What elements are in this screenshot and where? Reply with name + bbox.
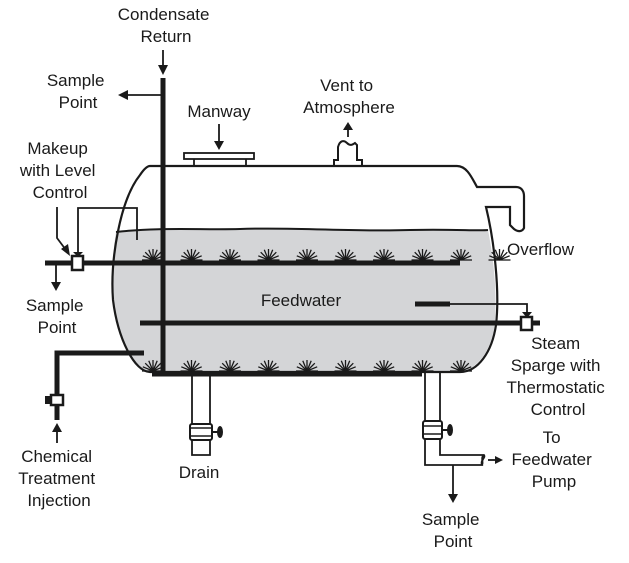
sample-left-arrow-head	[51, 282, 61, 291]
sparger-nozzle-icon	[142, 360, 164, 372]
label-condensate-return: Condensate Return	[118, 5, 214, 46]
manway-flange	[193, 159, 247, 166]
pump-outlet-pipe	[424, 372, 486, 466]
makeup-arrow-shaft	[56, 207, 67, 251]
vent-arrow-head	[343, 122, 353, 130]
sparger-nozzle-icon	[373, 249, 395, 261]
drain-valve	[189, 423, 213, 441]
drain-valve-handle	[217, 426, 223, 438]
makeup-valve-actuator	[73, 252, 83, 257]
sparger-nozzle-icon	[257, 360, 280, 372]
sparger-nozzle-icon	[296, 249, 318, 261]
pump-outlet-valve	[422, 420, 443, 440]
label-makeup: Makeup with Level Control	[19, 139, 100, 202]
manway-cover	[183, 152, 255, 160]
sparger-nozzle-icon	[219, 249, 241, 261]
label-feedwater: Feedwater	[261, 291, 342, 310]
label-drain: Drain	[179, 463, 220, 482]
manway-arrow-head	[214, 141, 224, 150]
vent-nozzle	[333, 140, 363, 166]
label-chemical-treatment: Chemical Treatment Injection	[18, 447, 100, 510]
condensate-arrow-head	[158, 65, 168, 75]
sparger-nozzle-icon	[334, 360, 357, 372]
upper-sparger-nozzles	[142, 249, 511, 261]
drain-pipe	[191, 372, 211, 456]
label-sample-point-bottom: Sample Point	[422, 510, 484, 551]
label-to-feedwater-pump: To Feedwater Pump	[511, 428, 596, 491]
sample-bottom-arrow-head	[448, 494, 458, 503]
label-vent: Vent to Atmosphere	[303, 76, 395, 117]
lower-sparger-nozzles	[142, 360, 472, 372]
sparger-nozzle-icon	[450, 360, 472, 372]
makeup-arrow-head	[61, 244, 70, 256]
sparger-nozzle-icon	[411, 249, 434, 261]
sparger-nozzle-icon	[411, 360, 434, 372]
sparger-nozzle-icon	[488, 249, 511, 261]
pump-valve-handle	[447, 424, 453, 436]
sparger-nozzle-icon	[219, 360, 241, 372]
sparger-nozzle-icon	[296, 360, 318, 372]
chemical-arrow-head	[52, 423, 62, 432]
sparger-nozzle-icon	[373, 360, 395, 372]
level-control-line	[77, 207, 138, 256]
chemical-valve	[49, 393, 65, 407]
pump-arrow-head	[495, 456, 503, 464]
label-overflow: Overflow	[507, 240, 575, 259]
makeup-valve	[70, 254, 85, 272]
steam-valve-actuator	[522, 312, 532, 318]
sparger-nozzle-icon	[142, 249, 164, 261]
label-sample-point-top: Sample Point	[47, 71, 109, 112]
water-surface	[115, 227, 489, 233]
sparger-nozzle-icon	[257, 249, 280, 261]
sparger-nozzle-icon	[450, 249, 472, 261]
chemical-valve-handle	[45, 396, 50, 404]
sparger-nozzle-icon	[334, 249, 357, 261]
pump-pipe-break	[481, 454, 485, 466]
sparger-nozzle-icon	[180, 249, 203, 261]
sample-top-arrow-head	[118, 90, 128, 100]
label-sample-point-left: Sample Point	[26, 296, 88, 337]
chemical-injection-pipe	[54, 350, 144, 420]
label-manway: Manway	[187, 102, 251, 121]
steam-valve	[519, 315, 534, 332]
label-steam-sparge: Steam Sparge with Thermostatic Control	[507, 334, 610, 419]
sparger-nozzle-icon	[180, 360, 203, 372]
